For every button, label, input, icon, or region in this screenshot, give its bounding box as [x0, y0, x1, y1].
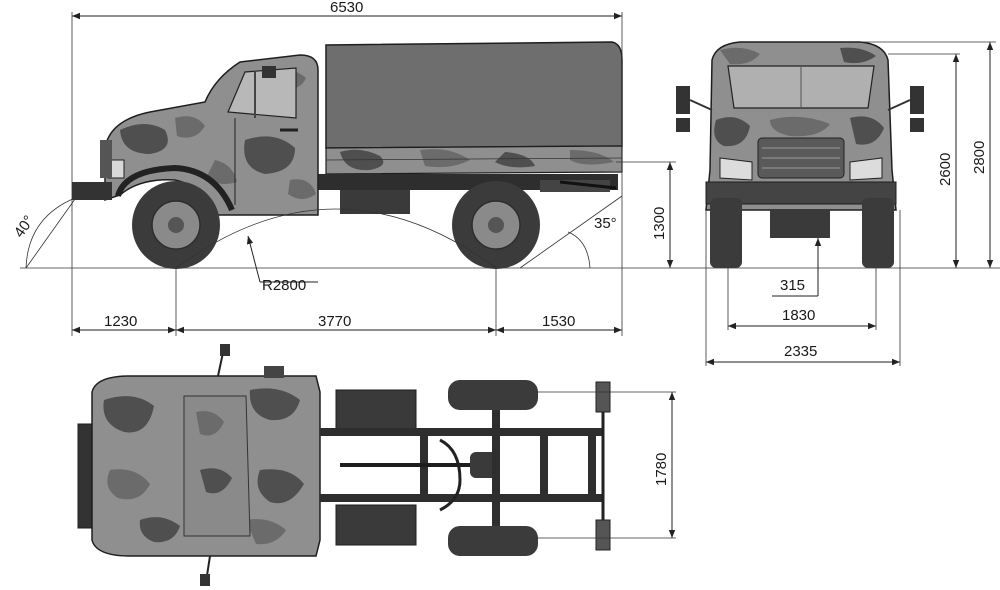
ramp-arc [175, 208, 497, 269]
top-rear-right-wheel [448, 526, 538, 556]
track-width-label: 1830 [782, 307, 815, 324]
side-cab [72, 54, 319, 216]
rear-overhang-label: 1530 [542, 313, 575, 330]
cargo-body [325, 41, 623, 175]
front-overhang-label: 1230 [104, 313, 137, 330]
departure-angle-label: 35° [594, 215, 617, 232]
departure-angle: 35° [519, 195, 623, 269]
cab-height-label: 2600 [937, 153, 954, 186]
side-chassis [318, 174, 618, 214]
overall-height-label: 2800 [971, 141, 988, 174]
approach-angle: 40° [11, 191, 81, 269]
ramp-radius-leader [246, 235, 261, 283]
top-view: 1780 [77, 344, 676, 586]
ground-clearance-label: 315 [780, 277, 805, 294]
front-view: 2600 2800 315 1830 2335 [676, 41, 996, 366]
frame-height-label: 1300 [651, 207, 668, 240]
side-view: R2800 40° 35° 6530 1230 3770 1530 [11, 0, 1000, 336]
side-front-wheel [132, 181, 220, 269]
ramp-radius-label: R2800 [262, 277, 306, 294]
overall-width-label: 2335 [784, 343, 817, 360]
front-right-wheel [862, 198, 894, 268]
front-left-wheel [710, 198, 742, 268]
top-chassis [320, 381, 611, 551]
side-rear-wheel [452, 181, 540, 269]
wheelbase-label: 3770 [318, 313, 351, 330]
rear-track-label: 1780 [653, 453, 670, 486]
approach-angle-label: 40° [11, 213, 38, 241]
top-rear-left-wheel [448, 380, 538, 410]
overall-length-label: 6530 [330, 0, 363, 16]
